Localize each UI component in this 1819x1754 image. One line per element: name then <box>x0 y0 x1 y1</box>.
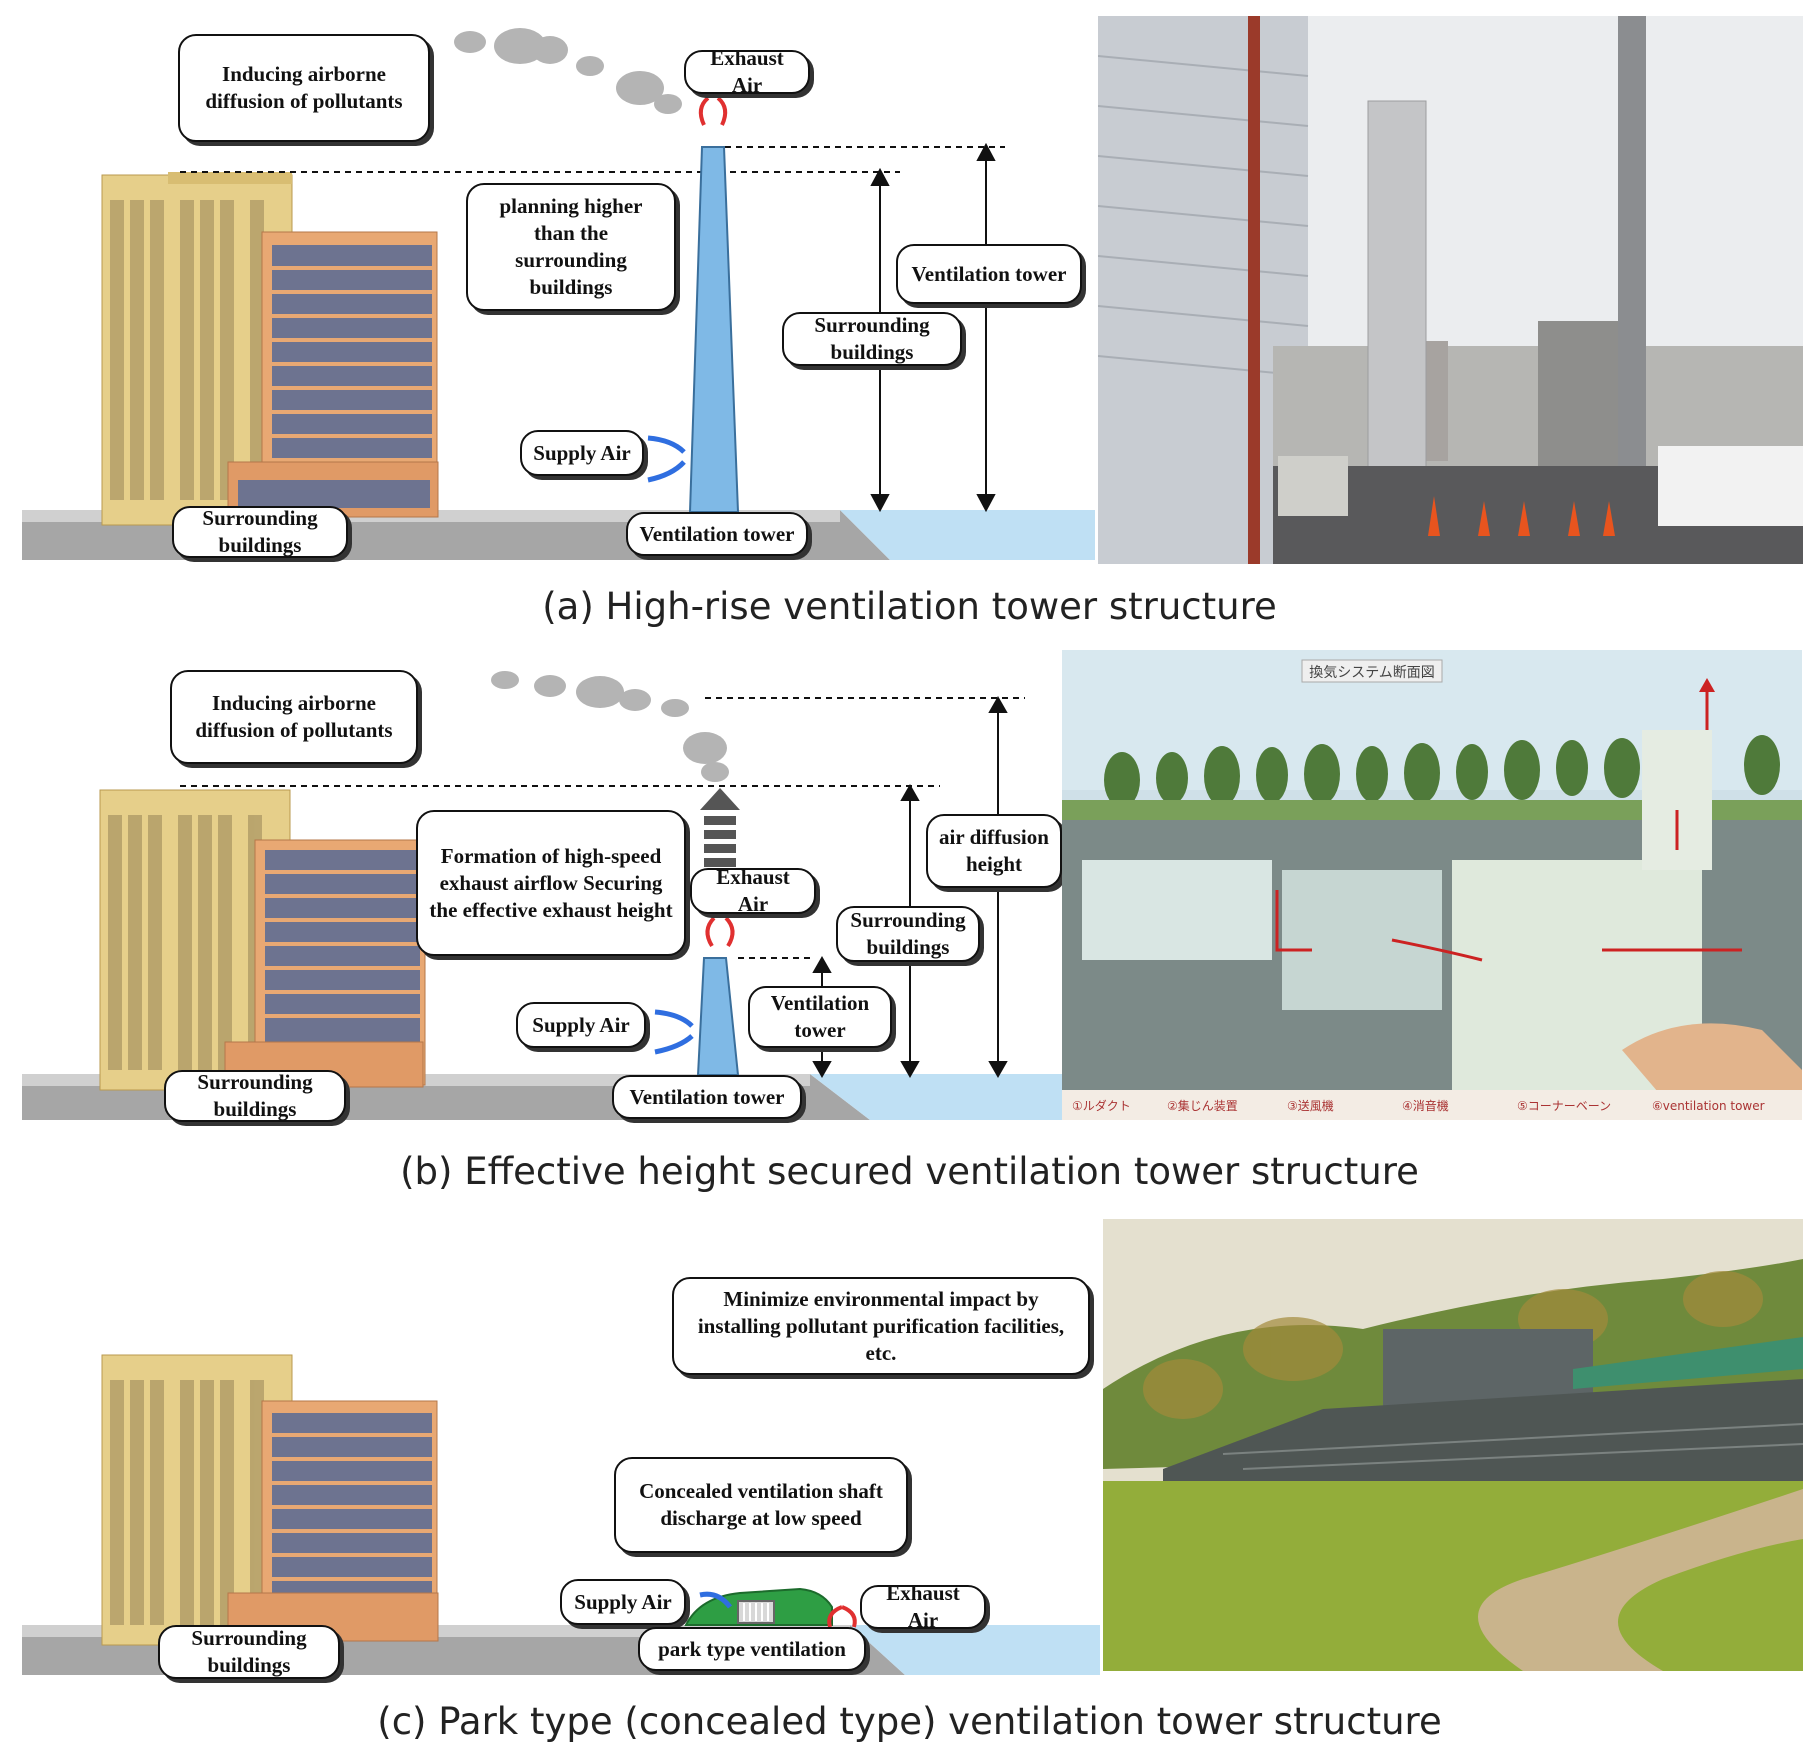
callout-formation-exhaust: Formation of high-speed exhaust airflow … <box>416 810 686 956</box>
photo-ventilation-cross-section: 換気システム断面図 ①ルダクト ②集じん装置 ③送風機 ④消音機 ⑤コーナーベー… <box>1062 650 1802 1120</box>
upward-airflow-icon <box>700 788 740 867</box>
callout-inducing-diffusion: Inducing airborne diffusion of pollutant… <box>178 34 430 142</box>
supply-arrow-icon <box>647 435 686 454</box>
callout-exhaust-air: Exhaust Air <box>860 1581 986 1632</box>
callout-surrounding-buildings-mid: Surrounding buildings <box>782 312 962 366</box>
panel-c: Minimize environmental impact by install… <box>0 1215 1819 1685</box>
callout-surrounding-buildings-mid: Surrounding buildings <box>836 906 980 962</box>
water <box>810 1074 1063 1120</box>
callout-surrounding-buildings-ground: Surrounding buildings <box>172 506 348 558</box>
surrounding-buildings-illustration <box>101 1354 439 1646</box>
photo-high-rise-tower <box>1098 16 1803 564</box>
legend-item-2: ②集じん装置 <box>1167 1098 1238 1113</box>
photo-park-type-ventilation <box>1103 1219 1803 1671</box>
exhaust-arrow-icon <box>827 1605 843 1628</box>
callout-supply-air: Supply Air <box>520 430 644 476</box>
exhaust-arrow-icon <box>705 916 716 948</box>
ventilation-tower-shape <box>696 957 740 1076</box>
legend-item-3: ③送風機 <box>1287 1098 1334 1113</box>
caption-b: (b) Effective height secured ventilation… <box>400 1150 1419 1193</box>
callout-ventilation-tower-small: Ventilation tower <box>748 986 892 1048</box>
legend-item-1: ①ルダクト <box>1072 1098 1131 1113</box>
callout-air-diffusion-height: air diffusion height <box>926 814 1062 888</box>
smoke-icon <box>454 28 682 114</box>
callout-surrounding-buildings-ground: Surrounding buildings <box>164 1070 346 1122</box>
callout-ventilation-tower-ground: Ventilation tower <box>626 512 808 556</box>
callout-park-type-ventilation: park type ventilation <box>638 1627 866 1671</box>
callout-surrounding-buildings-ground: Surrounding buildings <box>158 1625 340 1679</box>
photo-title: 換気システム断面図 <box>1309 665 1435 681</box>
supply-arrow-icon <box>654 1009 694 1028</box>
callout-supply-air: Supply Air <box>560 1579 686 1625</box>
legend-item-6: ⑥ventilation tower <box>1652 1099 1765 1113</box>
caption-a: (a) High-rise ventilation tower structur… <box>542 585 1277 628</box>
surrounding-buildings-illustration <box>101 172 439 526</box>
callout-exhaust-air: Exhaust Air <box>684 46 810 97</box>
panel-b: Inducing airborne diffusion of pollutant… <box>0 650 1819 1170</box>
exhaust-arrow-icon <box>698 96 710 126</box>
water <box>840 510 1095 560</box>
water <box>850 1625 1100 1675</box>
smoke-icon <box>491 671 729 782</box>
callout-exhaust-air: Exhaust Air <box>690 865 816 916</box>
supply-arrow-icon <box>699 1591 732 1609</box>
callout-ventilation-tower-right: Ventilation tower <box>896 244 1082 304</box>
callout-inducing-diffusion: Inducing airborne diffusion of pollutant… <box>170 670 418 764</box>
panel-a: Inducing airborne diffusion of pollutant… <box>0 0 1819 620</box>
legend-item-5: ⑤コーナーベーン <box>1517 1099 1611 1113</box>
legend-item-4: ④消音機 <box>1402 1098 1449 1113</box>
callout-planning-higher: planning higher than the surrounding bui… <box>466 183 676 311</box>
panel-a-diagram <box>22 28 1095 560</box>
callout-minimize-impact: Minimize environmental impact by install… <box>672 1277 1090 1375</box>
callout-concealed-shaft: Concealed ventilation shaft discharge at… <box>614 1457 908 1553</box>
callout-supply-air: Supply Air <box>516 1002 646 1048</box>
ventilation-tower-shape <box>688 146 740 513</box>
caption-c: (c) Park type (concealed type) ventilati… <box>377 1700 1442 1743</box>
vent-grille-icon <box>737 1600 775 1624</box>
callout-ventilation-tower-ground: Ventilation tower <box>612 1075 802 1119</box>
surrounding-buildings-illustration <box>99 789 426 1091</box>
